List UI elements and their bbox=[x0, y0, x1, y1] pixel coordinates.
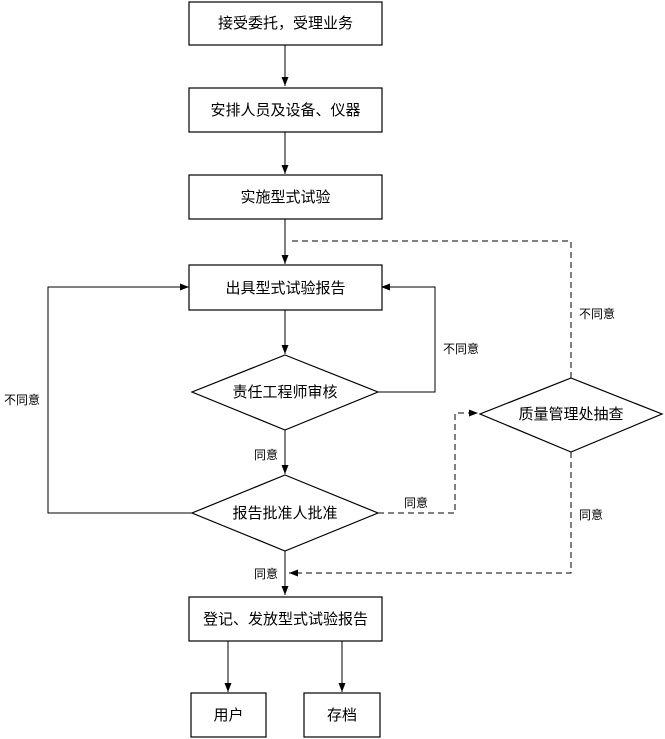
node-accept-label: 接受委托，受理业务 bbox=[218, 14, 353, 32]
node-archive: 存档 bbox=[303, 692, 381, 738]
edge-label-engineer-agree: 同意 bbox=[254, 447, 278, 462]
edge-label-qa-disagree: 不同意 bbox=[579, 306, 615, 321]
node-arrange: 安排人员及设备、仪器 bbox=[188, 87, 383, 133]
arrow-qa-disagree bbox=[288, 240, 572, 378]
arrow-qa-agree bbox=[289, 452, 572, 577]
node-approver-label: 报告批准人批准 bbox=[232, 504, 337, 522]
edge-label-approver-agree: 同意 bbox=[254, 566, 278, 581]
node-user: 用户 bbox=[190, 692, 267, 738]
node-qa-check: 质量管理处抽查 bbox=[478, 377, 664, 453]
arrow-approver-disagree bbox=[47, 283, 192, 514]
edge-label-approver-agree-qa: 同意 bbox=[404, 495, 428, 510]
node-issue: 出具型式试验报告 bbox=[188, 264, 383, 311]
node-issue-label: 出具型式试验报告 bbox=[225, 279, 345, 297]
node-approver: 报告批准人批准 bbox=[190, 474, 380, 552]
node-register: 登记、发放型式试验报告 bbox=[188, 596, 383, 642]
node-arrange-label: 安排人员及设备、仪器 bbox=[210, 101, 360, 119]
edge-label-qa-agree: 同意 bbox=[579, 507, 603, 522]
node-qa-check-label: 质量管理处抽查 bbox=[518, 405, 623, 423]
edge-label-engineer-disagree: 不同意 bbox=[443, 341, 479, 356]
node-perform-label: 实施型式试验 bbox=[240, 188, 330, 206]
edge-label-approver-disagree: 不同意 bbox=[4, 392, 40, 407]
node-engineer-review: 责任工程师审核 bbox=[190, 354, 380, 431]
node-perform: 实施型式试验 bbox=[188, 174, 383, 220]
node-archive-label: 存档 bbox=[327, 706, 357, 724]
node-user-label: 用户 bbox=[213, 706, 243, 724]
arrow-engineer-review-disagree bbox=[378, 283, 436, 393]
node-engineer-review-label: 责任工程师审核 bbox=[232, 383, 337, 401]
node-accept: 接受委托，受理业务 bbox=[188, 1, 383, 46]
node-register-label: 登记、发放型式试验报告 bbox=[203, 610, 368, 628]
